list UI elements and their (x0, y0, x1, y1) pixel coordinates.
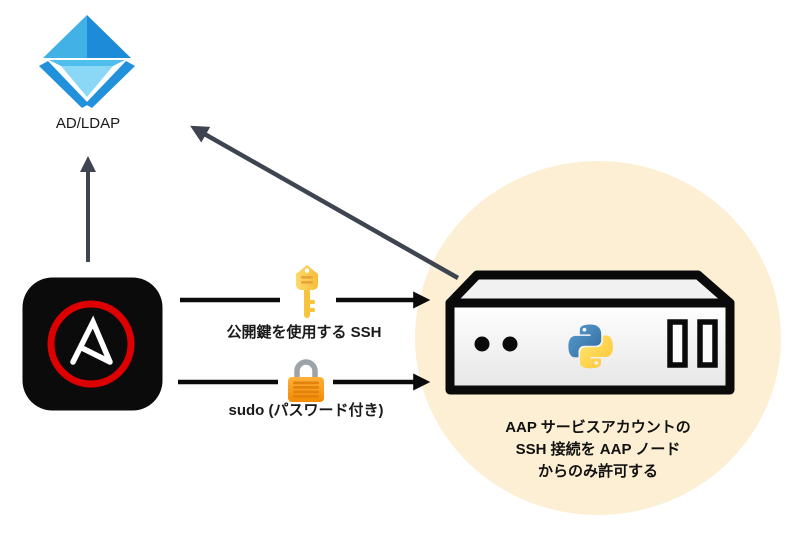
server-chassis (445, 270, 735, 395)
lock-icon (288, 359, 324, 402)
ad-ldap-label: AD/LDAP (55, 115, 121, 132)
aap-node-caption: AAP サービスアカウントの SSH 接続を AAP ノード からのみ許可する (467, 417, 729, 483)
ssh-label: 公開鍵を使用する SSH (226, 324, 382, 341)
key-icon (296, 265, 318, 318)
aap-node-caption-line1: AAP サービスアカウントの (505, 419, 691, 436)
server-led-dot (474, 336, 490, 352)
arrow-server-to-adldap (190, 125, 460, 280)
sudo-label: sudo (パスワード付き) (228, 402, 384, 419)
ansible-logo-icon (22, 277, 163, 411)
aap-node-caption-line2: SSH 接続を AAP ノード (515, 441, 681, 458)
aap-node-caption-line3: からのみ許可する (537, 463, 658, 480)
server-led-dot (502, 336, 518, 352)
azure-ad-icon (39, 15, 135, 108)
server-python-icon (445, 270, 735, 395)
server-slot (667, 319, 688, 368)
python-logo-icon (568, 324, 613, 369)
server-slot (697, 319, 718, 368)
